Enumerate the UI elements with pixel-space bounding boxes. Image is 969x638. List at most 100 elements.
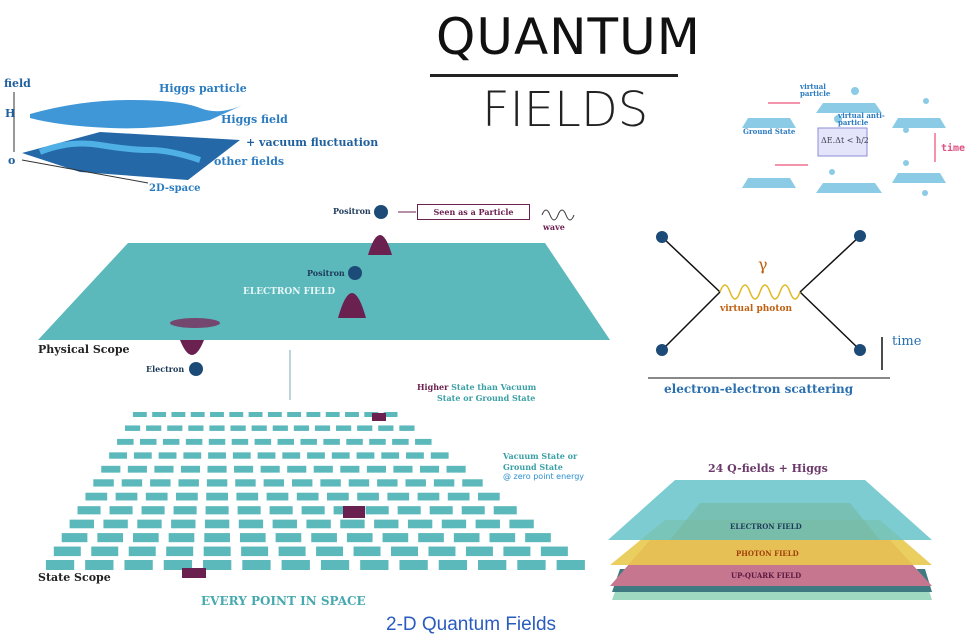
- grid-tile: [237, 506, 261, 515]
- grid-tile: [446, 465, 466, 473]
- grid-tile: [93, 479, 114, 487]
- grid-tile: [150, 479, 171, 487]
- grid-tile: [115, 492, 138, 501]
- grid-tile: [477, 492, 500, 501]
- grid-tile: [282, 452, 301, 459]
- grid-tile: [374, 519, 399, 529]
- grid-tile: [154, 465, 174, 473]
- grid-tile: [331, 452, 350, 459]
- higgs-particle-label: Higgs particle: [159, 82, 247, 95]
- state-scope-label: State Scope: [38, 571, 111, 584]
- grid-tile: [320, 560, 350, 570]
- stack-layer-electron: ELECTRON FIELD: [730, 522, 802, 531]
- grid-tile: [163, 560, 193, 570]
- grid-tile: [314, 425, 331, 431]
- excited-tile: [343, 506, 365, 518]
- grid-tile: [176, 492, 198, 501]
- grid-tile: [77, 506, 101, 515]
- grid-tile: [124, 560, 153, 570]
- grid-tile: [489, 533, 516, 543]
- other-fields-label: other fields: [214, 155, 285, 168]
- grid-tile: [141, 506, 165, 515]
- grid-tile: [540, 546, 568, 557]
- grid-tile: [53, 546, 81, 557]
- excited-tile: [372, 413, 386, 421]
- grid-tile: [146, 425, 162, 431]
- grid-tile: [360, 560, 389, 570]
- grid-tile: [239, 533, 266, 543]
- caption: 2-D Quantum Fields: [386, 614, 557, 635]
- grid-tile: [139, 438, 157, 445]
- grid-tile: [188, 425, 204, 431]
- stack-layer-upquark: UP-QUARK FIELD: [731, 571, 802, 580]
- grid-tile: [152, 412, 167, 417]
- grid-tile: [353, 546, 381, 557]
- grid-tile: [203, 546, 231, 557]
- virtual-photon-label: virtual photon: [720, 304, 793, 314]
- higher-rest-2: State or Ground State: [437, 393, 536, 403]
- uncertainty-equation: ΔE.Δt < ħ/2: [821, 136, 869, 145]
- grid-tile: [313, 465, 333, 473]
- grid-tile: [109, 452, 127, 459]
- grid-tile: [85, 492, 108, 501]
- grid-tile: [205, 506, 229, 515]
- grid-tile: [301, 506, 325, 515]
- virtual-particle-label: virtual particle: [800, 82, 831, 98]
- grid-tile: [393, 465, 413, 473]
- grid-tile: [296, 492, 319, 501]
- grid-tile: [183, 452, 202, 459]
- positron-mid-label: Positron: [307, 268, 345, 278]
- grid-tile: [272, 519, 297, 529]
- grid-tile: [263, 479, 285, 487]
- grid-tile: [366, 465, 386, 473]
- grid-tile: [133, 452, 152, 459]
- grid-tile: [203, 560, 232, 570]
- grid-tile: [124, 425, 141, 431]
- grid-tile: [236, 492, 259, 501]
- title-quantum: QUANTUM: [436, 8, 701, 66]
- grid-tile: [178, 479, 199, 487]
- grid-tile: [365, 506, 389, 515]
- grid-tile: [345, 412, 359, 417]
- grid-tile: [293, 425, 310, 431]
- grid-tile: [387, 492, 410, 501]
- grid-tile: [340, 465, 360, 473]
- grid-tile: [277, 438, 295, 445]
- grid-tile: [97, 533, 124, 543]
- grid-tile: [407, 519, 433, 529]
- grid-tile: [272, 425, 288, 431]
- positron-top-label: Positron: [333, 206, 371, 216]
- grid-tile: [433, 479, 455, 487]
- grid-tile: [406, 452, 424, 459]
- grid-tile: [356, 452, 375, 459]
- grid-tile: [206, 492, 228, 501]
- grid-tile: [405, 479, 426, 487]
- grid-tile: [235, 479, 256, 487]
- grid-tile: [171, 412, 186, 417]
- grid-tile: [311, 533, 337, 543]
- grid-tile: [166, 546, 194, 557]
- time-label-feynman: time: [892, 334, 922, 349]
- grid-tile: [208, 452, 226, 459]
- grid-tile: [275, 533, 302, 543]
- grid-tile: [208, 438, 226, 445]
- grid-tile: [204, 533, 230, 543]
- grid-tile: [137, 519, 162, 529]
- grid-tile: [269, 506, 293, 515]
- electron-field-label: ELECTRON FIELD: [243, 287, 336, 297]
- grid-tile: [325, 412, 340, 417]
- higher-word: Higher: [417, 382, 449, 392]
- grid-tile: [392, 438, 409, 445]
- grid-tile: [162, 438, 180, 445]
- grid-tile: [266, 492, 289, 501]
- grid-tile: [45, 560, 75, 570]
- grid-tile: [251, 425, 267, 431]
- grid-tile: [254, 438, 272, 445]
- grid-tile: [158, 452, 177, 459]
- grid-tile: [307, 452, 325, 459]
- time-label-virtual: time: [941, 143, 966, 154]
- grid-tile: [133, 533, 159, 543]
- higher-state-label: Higher State than Vacuum State or Ground…: [417, 382, 536, 404]
- grid-tile: [378, 425, 394, 431]
